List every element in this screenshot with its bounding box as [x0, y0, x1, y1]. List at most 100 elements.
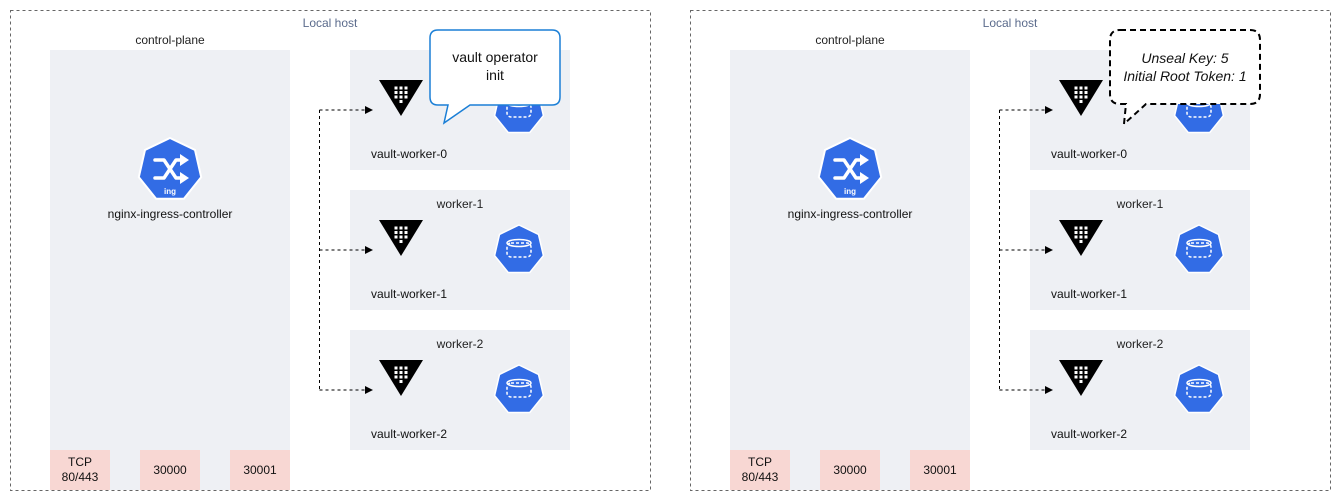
- vault-dot: [1084, 86, 1088, 90]
- vault-dot: [1079, 226, 1083, 230]
- port-1: 30000: [140, 450, 200, 490]
- vault-dot: [1079, 235, 1083, 239]
- vault-dot: [1084, 366, 1088, 370]
- port-label-line: 30000: [833, 463, 867, 477]
- port-1: 30000: [820, 450, 880, 490]
- pv-cylinder-body: [506, 242, 532, 258]
- vault-dot: [399, 86, 403, 90]
- local-host-label: Local host: [303, 16, 358, 30]
- callout-text-line: Initial Root Token: 1: [1123, 68, 1246, 84]
- vault-dot: [404, 95, 408, 99]
- vault-dot: [1079, 86, 1083, 90]
- port-box: [730, 450, 790, 490]
- vault-dot: [1084, 375, 1088, 379]
- vault-dot: [1074, 366, 1078, 370]
- vault-dot: [399, 100, 403, 103]
- vault-dot: [1074, 86, 1078, 90]
- vault-dot: [399, 95, 403, 99]
- control-plane-label: control-plane: [815, 33, 885, 47]
- local-host-frame: [10, 10, 651, 491]
- callout-bubble: [429, 29, 561, 125]
- port-label-line: 30001: [243, 463, 277, 477]
- control-plane-box: [50, 50, 290, 490]
- pv-cylinder-body: [506, 382, 532, 398]
- pv-cylinder-top: [1186, 238, 1212, 248]
- control-plane-label: control-plane: [135, 33, 205, 47]
- vault-icon: [379, 80, 423, 116]
- shuffle-arrowhead-2: [180, 172, 189, 184]
- shuffle-line-2: [153, 158, 184, 180]
- vault-dot: [1074, 226, 1078, 230]
- control-plane: control-planeingnginx-ingress-controller…: [730, 33, 970, 490]
- port-label-line: TCP: [748, 455, 772, 469]
- vault-dot: [1079, 95, 1083, 99]
- persistent-volume-icon: [493, 224, 545, 274]
- vault-dot: [399, 371, 403, 374]
- vault-dot: [1084, 91, 1088, 94]
- vault-icon: [379, 220, 423, 256]
- callout-text-line: vault operator: [452, 49, 538, 65]
- vault-dot: [394, 95, 398, 99]
- vault-icon: [379, 360, 423, 396]
- vault-dot: [399, 366, 403, 370]
- vault-dot: [1079, 100, 1083, 103]
- worker-title: worker-2: [1116, 337, 1164, 351]
- ingress-icon: ing: [137, 136, 203, 200]
- vault-dot: [1079, 366, 1083, 370]
- pv-heptagon: [493, 364, 545, 414]
- pv-cylinder-top: [1186, 378, 1212, 388]
- vault-dot: [1079, 91, 1083, 94]
- vault-dot: [404, 375, 408, 379]
- vault-dot: [394, 86, 398, 90]
- port-label: 30000: [833, 463, 867, 477]
- vault-dot: [1074, 91, 1078, 94]
- port-label: 30000: [153, 463, 187, 477]
- connectors: [319, 106, 373, 394]
- vault-worker-label: vault-worker-0: [371, 147, 447, 161]
- ingress-badge: ing: [164, 187, 176, 196]
- pv-heptagon: [1173, 224, 1225, 274]
- vault-dot: [1074, 371, 1078, 374]
- vault-icon: [1059, 360, 1103, 396]
- port-2: 30001: [230, 450, 290, 490]
- vault-dot: [394, 235, 398, 239]
- port-2: 30001: [910, 450, 970, 490]
- vault-dot: [404, 91, 408, 94]
- vault-dot: [1079, 375, 1083, 379]
- ingress-controller-label: nginx-ingress-controller: [788, 207, 913, 221]
- vault-dot: [1084, 371, 1088, 374]
- vault-worker-label: vault-worker-2: [1051, 427, 1127, 441]
- vault-dot: [404, 231, 408, 234]
- vault-worker-label: vault-worker-1: [371, 287, 447, 301]
- vault-worker-label: vault-worker-1: [1051, 287, 1127, 301]
- worker-title: worker-1: [436, 197, 484, 211]
- port-box: [230, 450, 290, 490]
- vault-dot: [394, 91, 398, 94]
- pv-heptagon: [1173, 364, 1225, 414]
- pv-cylinder-body: [1186, 242, 1212, 258]
- vault-dot: [399, 235, 403, 239]
- port-box: [140, 450, 200, 490]
- port-label-line: 30000: [153, 463, 187, 477]
- vault-dot: [399, 380, 403, 383]
- vault-dot: [1084, 95, 1088, 99]
- worker-title: worker-2: [436, 337, 484, 351]
- vault-dot: [1079, 371, 1083, 374]
- vault-dot: [1074, 235, 1078, 239]
- vault-dot: [1084, 226, 1088, 230]
- vault-icon: [1059, 220, 1103, 256]
- vault-dot: [1074, 95, 1078, 99]
- vault-dot: [399, 231, 403, 234]
- shuffle-arrowhead-1: [180, 154, 189, 166]
- port-label-line: 30001: [923, 463, 957, 477]
- local-host-frame: [690, 10, 1331, 491]
- vault-dot: [404, 366, 408, 370]
- vault-dot: [404, 226, 408, 230]
